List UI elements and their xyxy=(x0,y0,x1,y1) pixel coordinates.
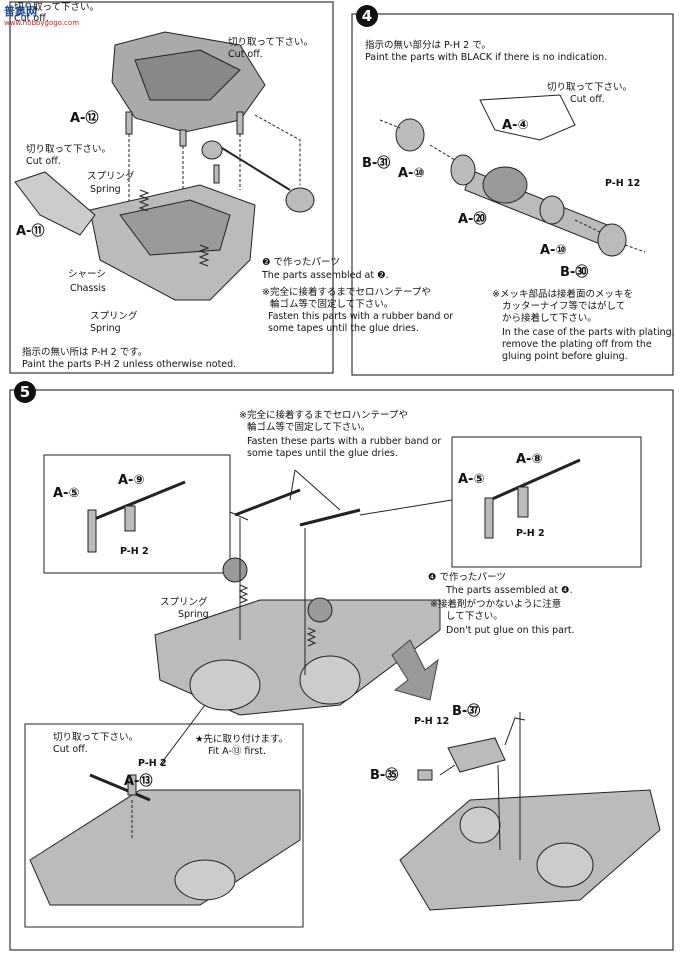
step5-ph2-2: P-H 2 xyxy=(516,528,545,539)
step3-note-jp-2: 輪ゴム等で固定して下さい。 xyxy=(270,299,394,310)
step3-spring-en-1: Spring xyxy=(90,184,121,195)
step3-assembled-en: The parts assembled at ❷. xyxy=(262,270,389,281)
step5-note-jp-1: ※完全に接着するまでセロハンテープや xyxy=(239,410,408,421)
step3-paint-jp: 指示の無い所は P-H 2 です。 xyxy=(22,347,148,358)
direction-arrow xyxy=(391,639,439,701)
logo-text: 普奥网 xyxy=(4,5,37,18)
springs xyxy=(138,189,210,267)
label-a4: A-④ xyxy=(502,118,529,133)
step5-note-en-1: Fasten these parts with a rubber band or xyxy=(247,436,442,447)
label-b30: B-㉚ xyxy=(560,265,589,280)
step5-fit-first-jp: ★先に取り付けます。 xyxy=(195,734,289,745)
site-logo: 普奥网 www.hobbygogo.com xyxy=(4,3,79,27)
label-a10-2: A-⑩ xyxy=(540,243,567,258)
step4-plating-jp-2: カッターナイフ等ではがして xyxy=(502,301,626,312)
step5-cutoff-jp: 切り取って下さい。 xyxy=(53,732,139,743)
part-a11-drawing xyxy=(14,171,96,236)
step3-cutoff-en-2: Cut off. xyxy=(228,49,263,60)
detail-box-bottom xyxy=(24,723,304,928)
label-a20: A-⑳ xyxy=(458,212,487,227)
label-a5-2: A-⑤ xyxy=(458,472,485,487)
bottom-left-chassis-drawing xyxy=(29,789,301,906)
label-a8: A-⑧ xyxy=(516,452,543,467)
step3-cutoff-jp-2: 切り取って下さい。 xyxy=(228,37,314,48)
step4-paint-en: Paint the parts with BLACK if there is n… xyxy=(365,52,608,63)
step3-note-jp-1: ※完全に接着するまでセロハンテープや xyxy=(262,287,431,298)
step3-cutoff-en-3: Cut off. xyxy=(26,156,61,167)
step4-plating-jp-3: から接着して下さい。 xyxy=(502,313,597,324)
rear-axle-drawing xyxy=(395,94,627,257)
muffler-drawing xyxy=(417,717,526,781)
step5-glue-en: Don't put glue on this part. xyxy=(446,625,575,636)
step5-ph2-1: P-H 2 xyxy=(120,546,149,557)
step3-spring-jp-1: スプリング xyxy=(87,171,135,182)
label-a13: A-⑬ xyxy=(124,774,153,789)
step4-number: 4 xyxy=(356,5,378,27)
bottom-right-chassis-drawing xyxy=(399,789,661,911)
step4-plating-en-1: In the case of the parts with plating, xyxy=(502,327,675,338)
front-assembly-drawing xyxy=(201,140,315,213)
label-b37: B-㊲ xyxy=(452,704,481,719)
step4-frame xyxy=(351,13,674,376)
step3-spring-jp-2: スプリング xyxy=(90,311,138,322)
step3-cutoff-jp-1: 切り取って下さい。 xyxy=(14,2,100,13)
step4-cutoff-en: Cut off. xyxy=(570,94,605,105)
step5-ph12: P-H 12 xyxy=(414,716,450,727)
part-a12-drawing xyxy=(111,31,266,133)
step5-frame xyxy=(9,389,674,951)
step5-assembled-jp: ❹ で作ったパーツ xyxy=(428,572,506,583)
step3-chassis-jp: シャーシ xyxy=(68,269,106,280)
step3-cutoff-jp-3: 切り取って下さい。 xyxy=(26,144,112,155)
detail-box-right xyxy=(451,436,642,568)
step4-plating-en-3: gluing point before gluing. xyxy=(502,351,628,362)
step5-assembled-en: The parts assembled at ❹. xyxy=(446,585,573,596)
step3-note-en-1: Fasten this parts with a rubber band or xyxy=(268,311,454,322)
step5-glue-jp-2: して下さい。 xyxy=(446,611,503,622)
step5-ph2-3: P-H 2 xyxy=(138,758,167,769)
label-b31: B-㉛ xyxy=(362,156,391,171)
step3-frame xyxy=(9,1,334,374)
chassis-drawing xyxy=(89,184,256,301)
step5-fit-first-en: Fit A-⑬ first. xyxy=(208,746,266,757)
step4-cutoff-jp: 切り取って下さい。 xyxy=(547,82,633,93)
logo-url: www.hobbygogo.com xyxy=(4,19,80,27)
step5-note-jp-2: 輪ゴム等で固定して下さい。 xyxy=(247,422,371,433)
step4-paint-jp: 指示の無い部分は P-H 2 で。 xyxy=(365,40,491,51)
step5-note-en-2: some tapes until the glue dries. xyxy=(247,448,398,459)
label-a11: A-⑪ xyxy=(16,224,45,239)
step4-ph12: P-H 12 xyxy=(605,178,641,189)
step3-spring-en-2: Spring xyxy=(90,323,121,334)
step3-note-en-2: some tapes until the glue dries. xyxy=(268,323,419,334)
step5-glue-jp-1: ※接着剤がつかないように注意 xyxy=(430,599,562,610)
step4-plating-en-2: remove the plating off from the xyxy=(502,339,652,350)
step3-assembled-jp: ❷ で作ったパーツ xyxy=(262,257,340,268)
step3-cutoff-en-1: Cut off. xyxy=(14,13,49,24)
step4-plating-jp-1: ※メッキ部品は接着面のメッキを xyxy=(492,289,633,300)
label-a12: A-⑫ xyxy=(70,111,99,126)
step5-spring-jp: スプリング xyxy=(160,597,208,608)
main-chassis-drawing xyxy=(154,557,441,716)
label-a9: A-⑨ xyxy=(118,473,145,488)
label-a10-1: A-⑩ xyxy=(398,166,425,181)
detail-box-left xyxy=(43,454,231,574)
step3-paint-en: Paint the parts P-H 2 unless otherwise n… xyxy=(22,359,237,370)
step3-chassis-en: Chassis xyxy=(70,283,106,294)
step5-number: 5 xyxy=(14,381,36,403)
label-b35: B-㉟ xyxy=(370,768,399,783)
step5-spring-en: Spring xyxy=(178,609,209,620)
step5-cutoff-en: Cut off. xyxy=(53,744,88,755)
label-a5-1: A-⑤ xyxy=(53,486,80,501)
